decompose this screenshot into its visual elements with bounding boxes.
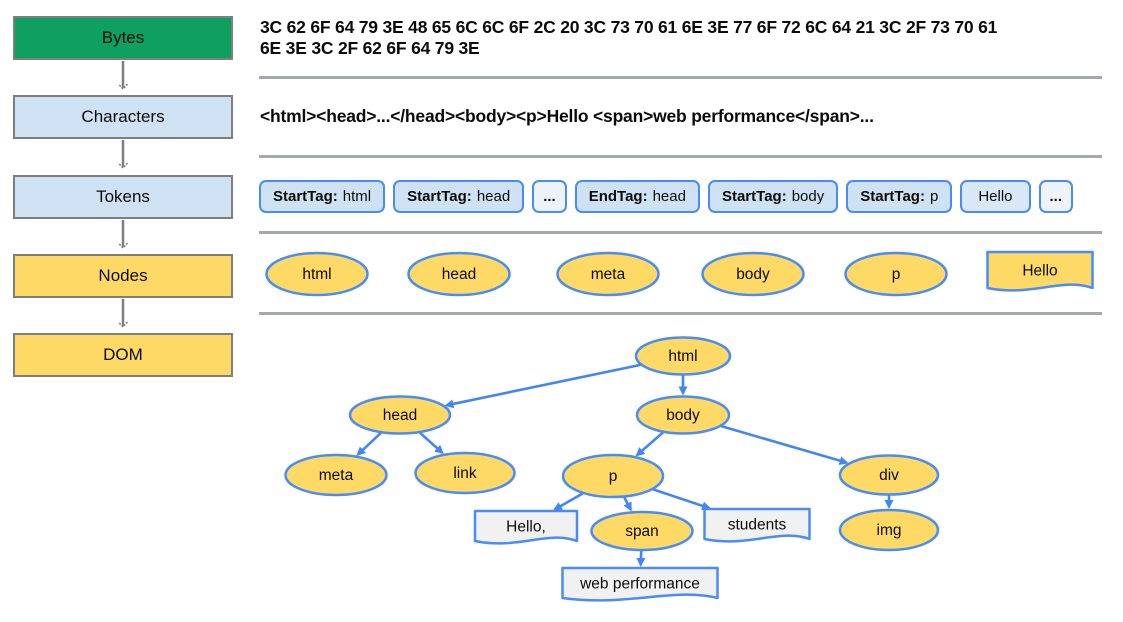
- dom-edge-html-head: [444, 363, 641, 409]
- stage-label-tokens: Tokens: [96, 187, 150, 206]
- token-value: ...: [1049, 188, 1063, 205]
- dom-node-img: img: [838, 508, 940, 552]
- token-kind-label: StartTag:: [273, 188, 338, 205]
- token-kind-label: StartTag:: [407, 188, 472, 205]
- tokens-row: StartTag:html StartTag:head ... EndTag:h…: [259, 180, 1074, 213]
- dom-edge-p-span: [623, 496, 632, 512]
- bytes-hex-text: 3C 62 6F 64 79 3E 48 65 6C 6C 6F 2C 20 3…: [260, 17, 1070, 59]
- dom-node-p: p: [561, 453, 665, 499]
- node-label: body: [736, 266, 770, 283]
- token-starttag-body: StartTag:body: [707, 180, 839, 213]
- node-label: meta: [319, 467, 354, 484]
- token-kind-label: StartTag:: [860, 188, 925, 205]
- node-row-hello: Hello: [986, 250, 1094, 292]
- node-label: meta: [591, 266, 626, 283]
- divider: [259, 155, 1102, 158]
- dom-node-link: link: [414, 451, 516, 495]
- dom-edge-head-meta: [356, 431, 382, 456]
- dom-node-webperf: web performance: [561, 566, 719, 602]
- bytes-hex-line-2: 6E 3E 3C 2F 62 6F 64 79 3E: [260, 38, 480, 58]
- node-label: students: [728, 517, 787, 534]
- node-label: Hello: [1022, 263, 1057, 280]
- node-row-body: body: [701, 251, 805, 297]
- node-label: link: [453, 465, 477, 482]
- token-starttag-p: StartTag:p: [846, 180, 953, 213]
- token-text-hello: Hello: [960, 180, 1031, 213]
- stage-label-bytes: Bytes: [101, 28, 145, 47]
- stage-box-bytes: Bytes: [13, 16, 233, 60]
- node-label: Hello,: [506, 519, 546, 536]
- node-label: span: [625, 523, 659, 540]
- node-label: head: [383, 407, 417, 424]
- token-kind-label: EndTag:: [588, 188, 648, 205]
- dom-edge-p-students: [652, 488, 712, 511]
- stage-label-dom: DOM: [103, 345, 143, 364]
- node-label: div: [879, 467, 899, 484]
- token-ellipsis: ...: [532, 180, 567, 213]
- dom-edge-body-p: [635, 431, 664, 457]
- dom-edge-head-link: [419, 431, 444, 455]
- token-ellipsis: ...: [1038, 180, 1074, 213]
- dom-edge-span-webperf: [636, 550, 646, 568]
- node-label: web performance: [579, 576, 700, 593]
- node-label: html: [302, 266, 331, 283]
- token-value: Hello: [978, 188, 1013, 205]
- dom-node-hello: Hello,: [473, 509, 579, 545]
- stage-box-nodes: Nodes: [13, 254, 233, 298]
- dom-node-span: span: [590, 510, 694, 552]
- token-starttag-html: StartTag:html: [259, 180, 386, 213]
- stage-box-tokens: Tokens: [13, 175, 233, 219]
- node-label: head: [442, 266, 476, 283]
- node-label: html: [668, 348, 697, 365]
- node-row-html: html: [265, 251, 369, 297]
- bytes-hex-line-1: 3C 62 6F 64 79 3E 48 65 6C 6C 6F 2C 20 3…: [260, 17, 998, 37]
- dom-node-div: div: [838, 454, 940, 496]
- node-label: p: [609, 468, 618, 485]
- stage-label-characters: Characters: [81, 107, 165, 126]
- token-value: head: [652, 188, 686, 205]
- node-row-head: head: [407, 251, 511, 297]
- divider: [259, 76, 1102, 79]
- divider: [259, 231, 1102, 234]
- node-row-p: p: [844, 251, 948, 297]
- stage-box-characters: Characters: [13, 95, 233, 139]
- dom-edge-body-div: [720, 424, 849, 466]
- stage-label-nodes: Nodes: [98, 266, 148, 285]
- dom-edge-p-hello: [552, 492, 584, 511]
- token-value: p: [929, 188, 939, 205]
- stage-box-dom: DOM: [13, 333, 233, 377]
- dom-node-meta: meta: [284, 453, 388, 497]
- node-label: img: [877, 522, 902, 539]
- token-starttag-head: StartTag:head: [393, 180, 525, 213]
- token-endtag-head: EndTag:head: [574, 180, 700, 213]
- divider: [259, 312, 1102, 315]
- dom-node-head: head: [348, 395, 452, 435]
- dom-node-body: body: [635, 395, 731, 435]
- token-value: head: [476, 188, 511, 205]
- token-value: ...: [543, 188, 556, 205]
- token-value: html: [342, 188, 372, 205]
- token-kind-label: StartTag:: [721, 188, 787, 205]
- dom-node-students: students: [703, 507, 811, 543]
- node-label: p: [892, 266, 901, 283]
- node-row-meta: meta: [556, 251, 660, 297]
- dom-node-html: html: [634, 336, 732, 376]
- characters-markup-text: <html><head>...</head><body><p>Hello <sp…: [260, 106, 874, 126]
- token-value: body: [791, 188, 825, 205]
- node-label: body: [666, 407, 700, 424]
